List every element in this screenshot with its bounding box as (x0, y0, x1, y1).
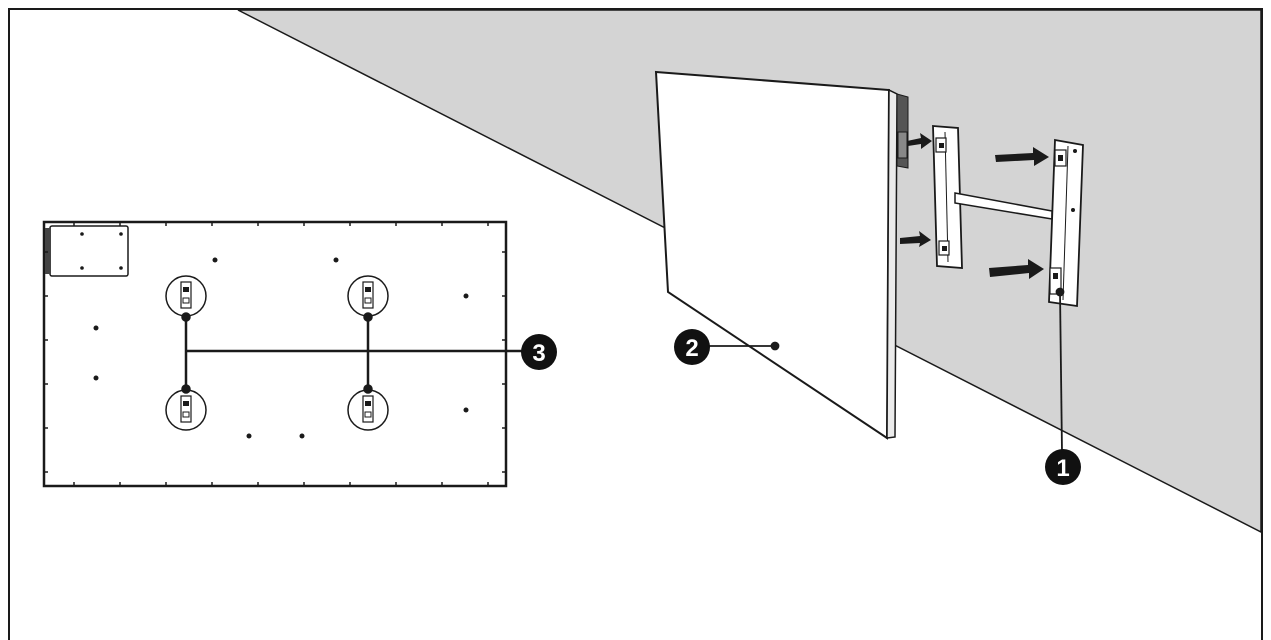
tv-back-detail-view (42, 220, 522, 488)
callout-3-leaders (181, 312, 522, 394)
callout-2: 2 (674, 329, 710, 365)
wall-plate (1048, 138, 1084, 308)
callout-1-label: 1 (1056, 455, 1069, 482)
tv-side-bracket (932, 125, 963, 269)
edge-ticks (44, 222, 506, 486)
direction-arrows (900, 133, 1049, 279)
tv-panel (654, 70, 909, 440)
connector-strip (45, 228, 51, 274)
mount-point-bottom-left (165, 389, 207, 431)
callout-leaders (708, 287, 1065, 453)
callout-2-label: 2 (685, 335, 698, 362)
mount-point-bottom-right (347, 389, 389, 431)
diagram-frame (8, 8, 1263, 640)
connector-panel-screws (80, 232, 123, 270)
callout-3-label: 3 (532, 340, 545, 367)
arrow-plate-top (995, 147, 1049, 166)
callout-1: 1 (1045, 449, 1081, 485)
screw-holes (93, 257, 469, 439)
arrow-plate-bottom (989, 259, 1044, 279)
mount-point-top-right (347, 275, 389, 317)
arrow-tv-to-bracket-bottom (900, 231, 931, 247)
callout-3: 3 (521, 334, 557, 370)
tv-panel-edge (886, 88, 898, 439)
connector-panel (49, 225, 129, 277)
tv-panel-face (654, 70, 891, 440)
arrow-tv-to-bracket-top (907, 133, 932, 149)
mount-point-top-left (165, 275, 207, 317)
